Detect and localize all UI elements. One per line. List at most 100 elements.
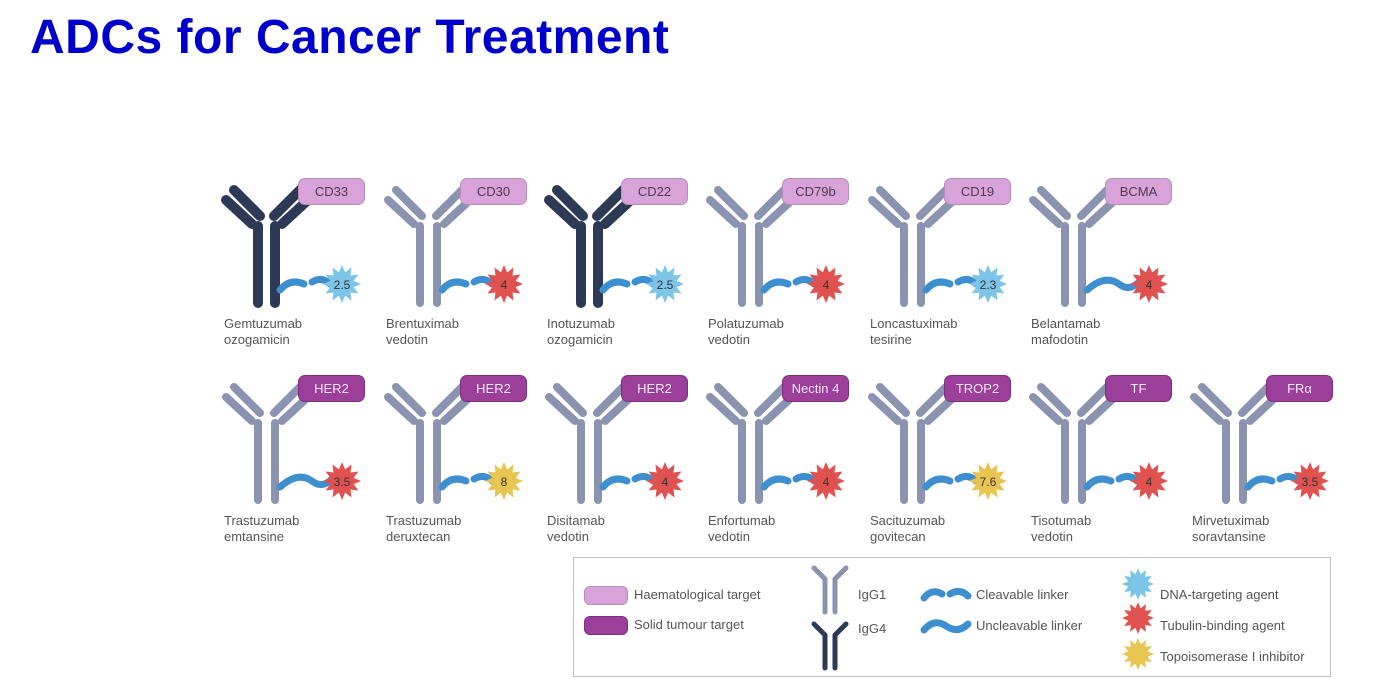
linker-icon (760, 472, 818, 491)
drug-name-line1: Loncastuximab (870, 316, 958, 331)
target-badge: CD22 (621, 178, 688, 205)
drug-name-line1: Inotuzumab (547, 316, 615, 331)
dna-agent-legend-icon (1122, 568, 1154, 600)
tubulin-agent-icon (1130, 462, 1168, 500)
legend-haem-label: Haematological target (634, 587, 761, 602)
target-badge: HER2 (298, 375, 365, 402)
legend-uncleavable-label: Uncleavable linker (976, 618, 1083, 633)
tubulin-agent-icon (1130, 265, 1168, 303)
linker-icon (760, 275, 818, 294)
linker-icon (599, 275, 657, 294)
legend-igg1-label: IgG1 (858, 587, 887, 602)
tubulin-agent-legend-icon (1122, 602, 1154, 634)
tubulin-agent-icon (646, 462, 684, 500)
dar-value: 4 (823, 475, 830, 489)
linker-icon (922, 472, 980, 491)
drug-name-line2: soravtansine (1192, 529, 1266, 544)
target-badge: CD33 (298, 178, 365, 205)
drug-name-line1: Tisotumab (1031, 513, 1092, 528)
page-title: ADCs for Cancer Treatment (30, 11, 670, 64)
drug-name-line1: Sacituzumab (870, 513, 946, 528)
dar-value: 4 (1146, 278, 1153, 292)
drug-name-line1: Mirvetuximab (1192, 513, 1270, 528)
dar-value: 3.5 (334, 475, 351, 489)
drug-name-line1: Belantamab (1031, 316, 1101, 331)
linker-icon (922, 275, 980, 294)
drug-name-line1: Trastuzumab (386, 513, 462, 528)
dna-agent-icon (969, 265, 1007, 303)
cleavable-linker-legend-icon (920, 587, 972, 602)
dna-agent-icon (323, 265, 361, 303)
target-badge: TROP2 (944, 375, 1011, 402)
linker-icon (1083, 276, 1143, 294)
dar-value: 8 (501, 475, 508, 489)
target-badge: CD79b (782, 178, 849, 205)
linker-icon (438, 275, 496, 294)
legend-solid-swatch (584, 616, 628, 635)
linker-icon (1083, 472, 1141, 491)
target-badge: Nectin 4 (782, 375, 849, 402)
drug-name-line1: Trastuzumab (224, 513, 300, 528)
linker-icon (438, 472, 496, 491)
antibody-icon (868, 383, 958, 504)
linker-icon (1244, 472, 1302, 491)
legend-tubulin-label: Tubulin-binding agent (1160, 618, 1285, 633)
igg4-legend-icon (811, 621, 849, 671)
drug-name-line2: emtansine (224, 529, 284, 544)
drug-name-line1: Disitamab (547, 513, 605, 528)
target-badge: TF (1105, 375, 1172, 402)
dna-agent-icon (646, 265, 684, 303)
drug-name-line2: vedotin (708, 529, 750, 544)
dar-value: 7.6 (980, 475, 997, 489)
legend-dna-label: DNA-targeting agent (1160, 587, 1279, 602)
tubulin-agent-icon (807, 462, 845, 500)
legend-haem-swatch (584, 586, 628, 605)
dar-value: 2.5 (657, 278, 674, 292)
tubulin-agent-icon (323, 462, 361, 500)
drug-name-line2: ozogamicin (547, 332, 613, 347)
drug-name-line2: vedotin (547, 529, 589, 544)
dar-value: 4 (1146, 475, 1153, 489)
legend-igg4-label: IgG4 (858, 621, 887, 636)
drug-name-line2: ozogamicin (224, 332, 290, 347)
antibody-icon (544, 185, 636, 308)
dar-value: 4 (501, 278, 508, 292)
topoisomerase-inhibitor-icon (485, 462, 523, 500)
igg1-legend-icon (811, 565, 849, 615)
drug-name-line2: govitecan (870, 529, 926, 544)
dar-value: 2.5 (334, 278, 351, 292)
target-badge: HER2 (460, 375, 527, 402)
antibody-icon (384, 186, 474, 307)
drug-name-line1: Enfortumab (708, 513, 776, 528)
antibody-icon (1190, 383, 1280, 504)
linker-icon (599, 472, 657, 491)
drug-name-line2: vedotin (708, 332, 750, 347)
dar-value: 2.3 (980, 278, 997, 292)
tubulin-agent-icon (1291, 462, 1329, 500)
dar-value: 4 (823, 278, 830, 292)
antibody-icon (222, 383, 312, 504)
